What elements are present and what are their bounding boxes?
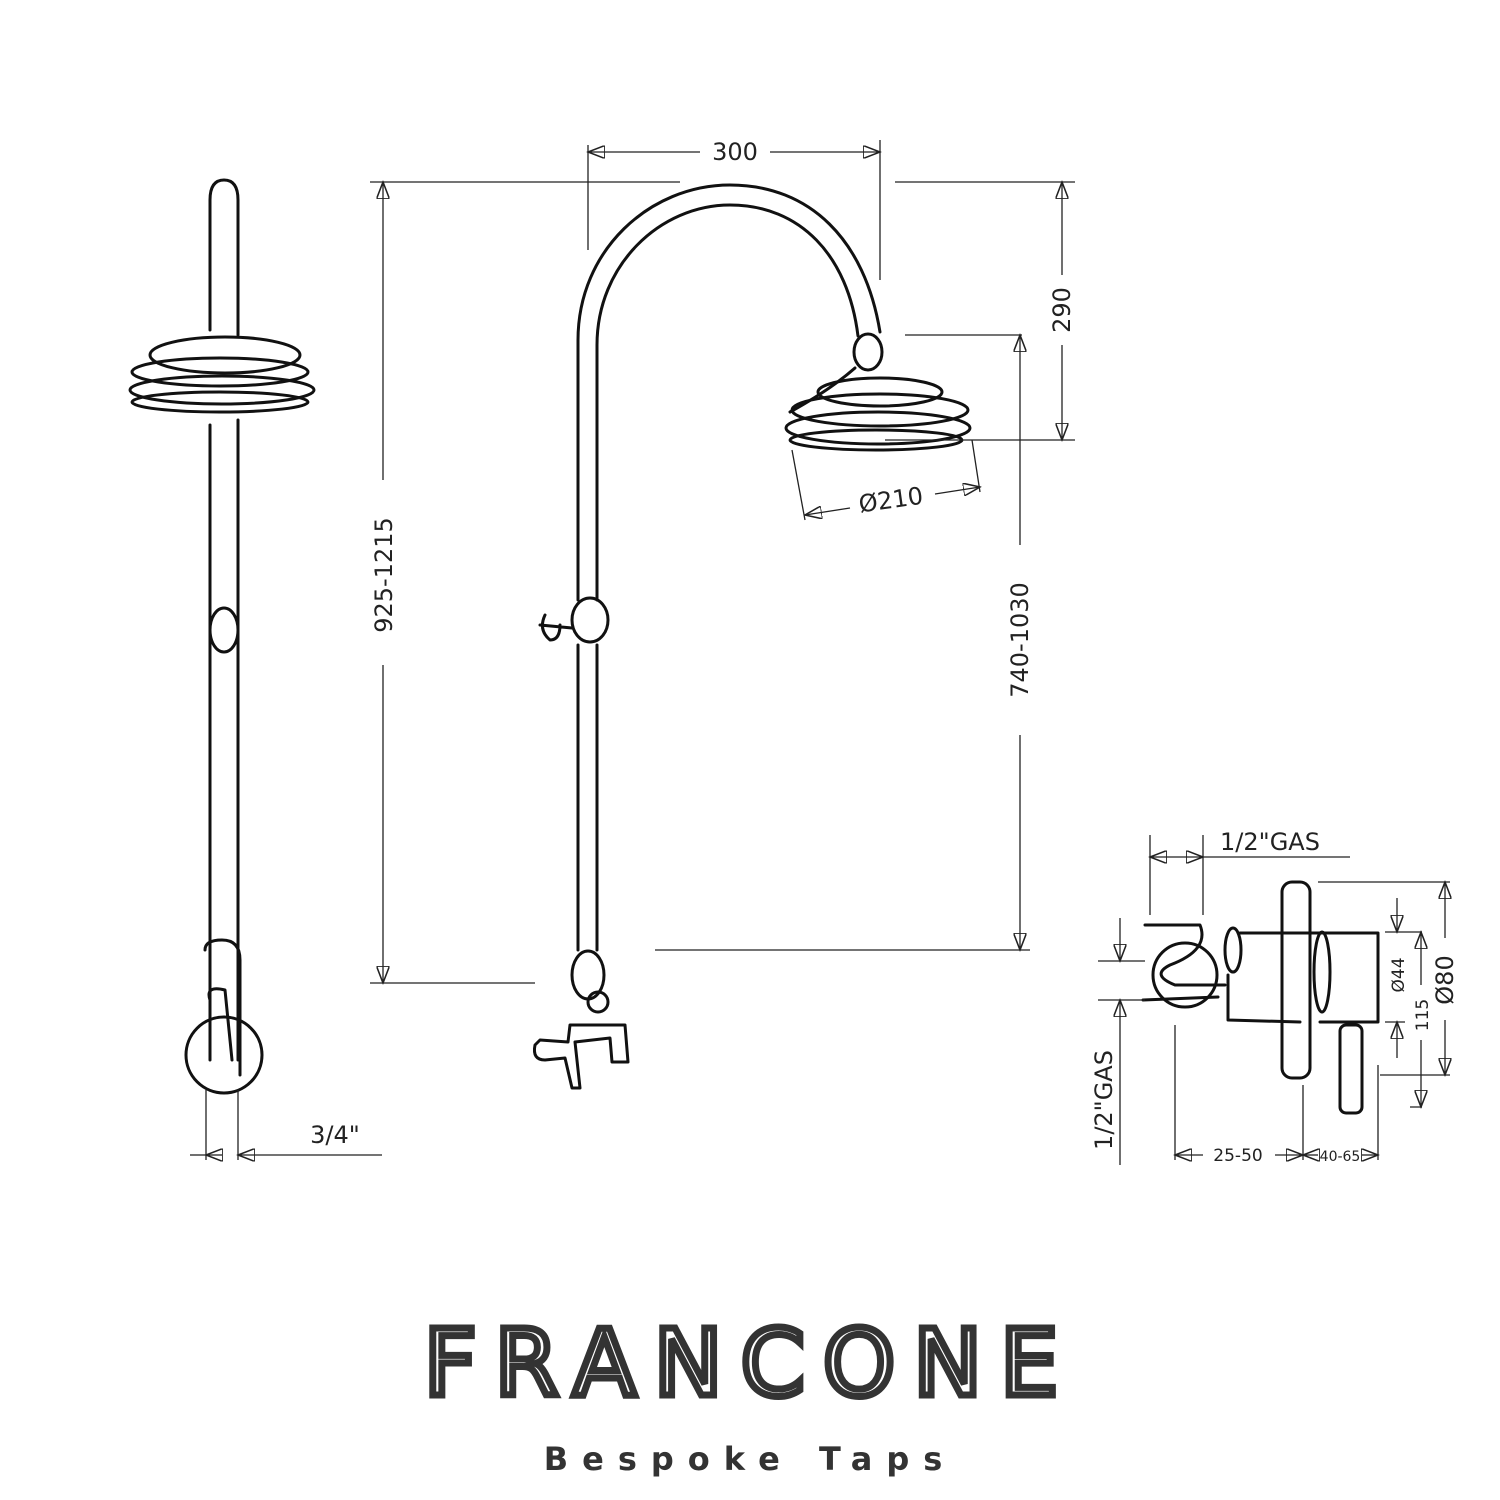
dimension-valve-d44: Ø44 bbox=[1389, 957, 1409, 992]
brand-tagline: Bespoke Taps bbox=[544, 1440, 957, 1478]
dimension-arm-width: 300 bbox=[712, 138, 758, 166]
front-view-shower: 300 925-1215 290 740-1030 Ø210 bbox=[370, 138, 1076, 1090]
brand-logo: FRANCONE Bespoke Taps bbox=[420, 1307, 1076, 1479]
dimension-valve-inlet-top: 1/2"GAS bbox=[1220, 828, 1320, 856]
dimension-total-height: 925-1215 bbox=[370, 517, 398, 633]
dimension-valve-d80: Ø80 bbox=[1431, 955, 1459, 1004]
valve-detail: 1/2"GAS 1/2"GAS Ø44 115 Ø80 25-50 40-65 bbox=[1090, 828, 1459, 1166]
dimension-valve-depth1: 25-50 bbox=[1213, 1146, 1262, 1166]
dimension-head-height: 740-1030 bbox=[1006, 582, 1034, 698]
dimension-valve-inlet-side: 1/2"GAS bbox=[1090, 1050, 1118, 1150]
dimension-valve-115: 115 bbox=[1413, 999, 1433, 1031]
dimension-valve-depth2: 40-65 bbox=[1320, 1149, 1361, 1165]
dimension-head-drop: 290 bbox=[1048, 287, 1076, 333]
brand-name: FRANCONE bbox=[424, 1310, 1076, 1417]
dimension-head-diameter: Ø210 bbox=[857, 482, 925, 519]
side-view-shower: 3/4" bbox=[128, 178, 382, 1160]
dimension-side-inlet: 3/4" bbox=[310, 1121, 360, 1149]
